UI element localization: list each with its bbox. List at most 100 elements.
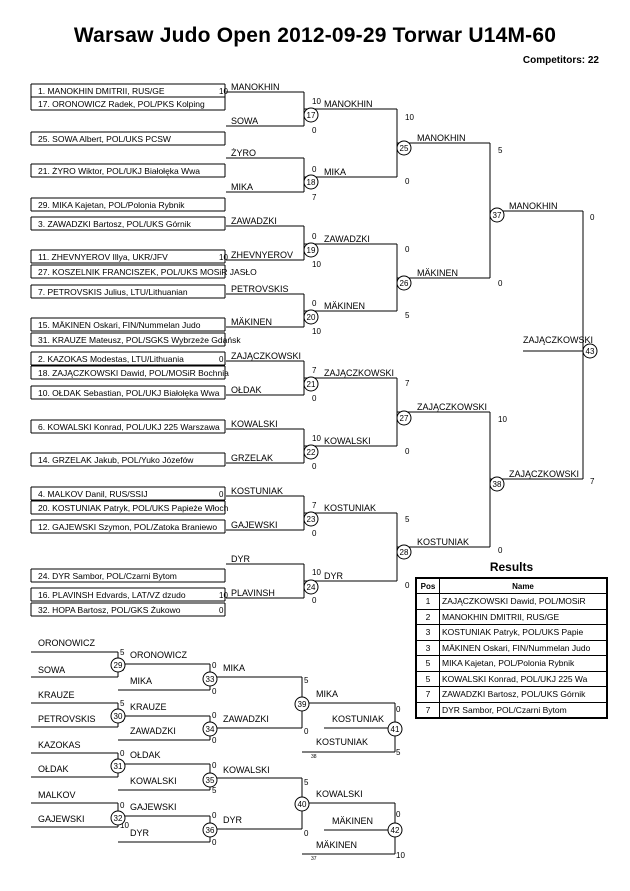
match-score: 7 (312, 193, 317, 202)
match-number-circle (489, 207, 505, 223)
entrant-label: 29. MIKA Kajetan, POL/Polonia Rybnik (38, 200, 185, 210)
repechage-name: MIKA (130, 676, 152, 686)
bracket-name: DYR (324, 571, 344, 581)
repechage-score: 0 (396, 705, 401, 714)
bracket-name: KOSTUNIAK (231, 486, 283, 496)
match-score: 0 (405, 245, 410, 254)
repechage-name: KOSTUNIAK (332, 714, 384, 724)
match-number-circle (396, 275, 412, 291)
match-number: 19 (307, 246, 316, 255)
bracket-name: ZAWADZKI (231, 216, 277, 226)
repechage-name: OŁDAK (38, 764, 69, 774)
bracket-name: ZAJĄCZKOWSKI (324, 368, 394, 378)
results-name: MÄKINEN Oskari, FIN/Nummelan Judo (439, 639, 608, 656)
entrant-score: 0 (219, 490, 224, 499)
repechage-score: 10 (120, 821, 129, 830)
entrant-score: 10 (219, 87, 228, 96)
repechage-name: PETROVSKIS (38, 714, 96, 724)
repechage-name: MIKA (316, 689, 338, 699)
match-score: 0 (498, 546, 503, 555)
bracket-name: ZAJĄCZKOWSKI (417, 402, 487, 412)
match-score: 0 (312, 165, 317, 174)
match-number-circle (202, 822, 218, 838)
repechage-name: MÄKINEN (332, 816, 373, 826)
entrant-label: 4. MALKOV Danil, RUS/SSIJ (38, 489, 148, 499)
repechage-source-match: 38 (311, 754, 317, 760)
match-number-circle (110, 810, 126, 826)
entrant-label: 1. MANOKHIN DMITRII, RUS/GE (38, 86, 165, 96)
bracket-name: KOSTUNIAK (417, 537, 469, 547)
results-name: ZAJĄCZKOWSKI Dawid, POL/MOSiR (439, 593, 608, 610)
repechage-name: KOWALSKI (316, 789, 363, 799)
match-number: 43 (586, 347, 595, 356)
match-score: 10 (405, 113, 414, 122)
match-number-circle (303, 511, 319, 527)
match-score: 7 (590, 477, 595, 486)
match-score: 0 (312, 126, 317, 135)
bracket-name: MÄKINEN (324, 301, 365, 311)
repechage-score: 0 (212, 838, 217, 847)
bracket-name: ZAJĄCZKOWSKI (509, 469, 579, 479)
results-pos: 3 (415, 639, 440, 656)
repechage-score: 5 (304, 778, 309, 787)
results-pos: 7 (415, 686, 440, 703)
match-number-circle (110, 758, 126, 774)
repechage-score: 0 (304, 829, 309, 838)
entrant-label: 21. ŻYRO Wiktor, POL/UKJ Białołęka Wwa (38, 166, 200, 176)
repechage-match-number: 41 (391, 725, 400, 734)
match-number-circle (110, 657, 126, 673)
match-number-circle (387, 822, 403, 838)
bracket-name: GRZELAK (231, 453, 273, 463)
repechage-score: 0 (212, 711, 217, 720)
repechage-score: 0 (120, 801, 125, 810)
entrant-label: 31. KRAUZE Mateusz, POL/SGKS Wybrzeże Gd… (38, 335, 241, 345)
repechage-name: MÄKINEN (316, 840, 357, 850)
repechage-score: 5 (304, 676, 309, 685)
entrant-label: 2. KAZOKAS Modestas, LTU/Lithuania (38, 354, 184, 364)
match-score: 5 (405, 311, 410, 320)
bracket-name: GAJEWSKI (231, 520, 278, 530)
repechage-name: KRAUZE (130, 702, 167, 712)
entrant-label: 7. PETROVSKIS Julius, LTU/Lithuanian (38, 287, 188, 297)
repechage-score: 0 (396, 810, 401, 819)
match-score: 0 (312, 462, 317, 471)
match-number: 23 (307, 515, 316, 524)
bracket-name: PETROVSKIS (231, 284, 289, 294)
entrant-label: 18. ZAJĄCZKOWSKI Dawid, POL/MOSiR Bochni… (38, 368, 229, 378)
repechage-score: 0 (304, 727, 309, 736)
match-number: 38 (493, 480, 502, 489)
repechage-score: 0 (212, 736, 217, 745)
repechage-name: ZAWADZKI (223, 714, 269, 724)
match-score: 0 (312, 394, 317, 403)
pos-header: Pos (415, 577, 440, 594)
repechage-match-number: 31 (114, 762, 123, 771)
results-name: KOSTUNIAK Patryk, POL/UKS Papie (439, 624, 608, 641)
repechage-score: 0 (212, 687, 217, 696)
match-number-circle (110, 708, 126, 724)
match-score: 0 (312, 596, 317, 605)
bracket-name: KOWALSKI (231, 419, 278, 429)
match-number-circle (202, 772, 218, 788)
results-name: DYR Sambor, POL/Czarni Bytom (439, 701, 608, 719)
entrant-label: 14. GRZELAK Jakub, POL/Yuko Józefów (38, 455, 194, 465)
match-number: 21 (307, 380, 316, 389)
match-number: 37 (493, 211, 502, 220)
repechage-name: GAJEWSKI (130, 802, 177, 812)
results-pos: 1 (415, 593, 440, 610)
entrant-label: 6. KOWALSKI Konrad, POL/UKJ 225 Warszawa (38, 422, 220, 432)
entrant-label: 24. DYR Sambor, POL/Czarni Bytom (38, 571, 177, 581)
match-number: 28 (400, 548, 409, 557)
match-score: 0 (405, 177, 410, 186)
entrant-label: 3. ZAWADZKI Bartosz, POL/UKS Górnik (38, 219, 192, 229)
match-number-circle (303, 444, 319, 460)
competitor-count: Competitors: 22 (522, 55, 599, 66)
match-score: 0 (312, 529, 317, 538)
entrant-label: 32. HOPA Bartosz, POL/GKS Żukowo (38, 605, 181, 615)
match-number-circle (396, 410, 412, 426)
results-pos: 7 (415, 701, 440, 719)
match-number-circle (303, 107, 319, 123)
